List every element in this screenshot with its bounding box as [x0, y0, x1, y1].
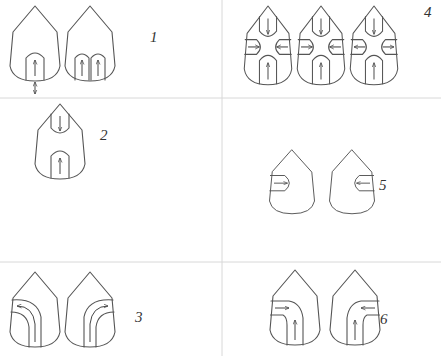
drawing-stroke	[330, 150, 375, 214]
drawing-stroke	[65, 272, 115, 347]
tooth-outline	[330, 270, 380, 345]
panel-number: 5	[379, 178, 387, 193]
drawing-stroke	[90, 306, 108, 342]
tooth-outline	[350, 6, 398, 85]
drawing-stroke	[298, 40, 314, 55]
panel-number: 4	[424, 5, 432, 20]
drawing-stroke	[17, 306, 35, 342]
drawing-stroke	[374, 63, 375, 80]
drawing-stroke	[98, 60, 99, 76]
drawing-stroke	[270, 270, 320, 345]
drawing-stroke	[321, 19, 322, 35]
drawing-stroke	[329, 40, 345, 55]
drawing-stroke	[275, 308, 289, 309]
drawing-stroke	[51, 114, 69, 133]
drawing-stroke	[297, 6, 345, 85]
drawing-stroke	[330, 270, 380, 345]
drawing-stroke	[91, 54, 105, 80]
tooth-outline	[35, 104, 85, 179]
drawing-stroke	[51, 151, 69, 178]
drawing-stroke	[268, 19, 269, 35]
drawing-stroke	[347, 301, 380, 345]
drawing-stroke	[12, 300, 41, 347]
tooth-outline	[10, 6, 60, 81]
drawing-stroke	[84, 300, 113, 347]
tooth-outline	[297, 6, 345, 85]
panel-divider	[222, 0, 223, 356]
panel-number: 6	[380, 312, 388, 327]
tooth-outline	[270, 150, 315, 214]
drawing-stroke	[301, 46, 312, 47]
tooth-outline	[244, 6, 292, 85]
drawing-stroke	[355, 176, 374, 191]
drawing-stroke	[82, 60, 83, 76]
drawing-stroke	[35, 104, 85, 179]
drawing-stroke	[361, 308, 375, 309]
drawing-stroke	[365, 55, 382, 83]
drawing-stroke	[245, 40, 261, 55]
drawing-stroke	[60, 158, 61, 174]
drawing-stroke	[274, 183, 288, 184]
drawing-stroke	[295, 320, 296, 340]
drawing-stroke	[363, 315, 380, 345]
drawing-stroke	[365, 17, 382, 37]
drawing-stroke	[26, 53, 44, 80]
drawing-stroke	[276, 40, 292, 55]
panel-divider	[0, 98, 441, 99]
drawing-stroke	[244, 6, 292, 85]
tooth-outline	[10, 272, 60, 347]
tooth-outline	[65, 6, 115, 81]
drawing-stroke	[357, 183, 371, 184]
drawing-stroke	[277, 46, 288, 47]
drawing-stroke	[354, 46, 365, 47]
drawing-stroke	[10, 6, 60, 81]
drawing-stroke	[383, 46, 394, 47]
drawing-stroke	[374, 19, 375, 35]
panel-divider	[0, 262, 441, 263]
drawing-stroke	[11, 312, 29, 347]
tooth-outline	[330, 150, 375, 214]
drawing-stroke	[84, 300, 114, 347]
drawing-stroke	[312, 55, 329, 83]
drawing-stroke	[271, 301, 303, 345]
drawing-stroke	[350, 6, 398, 85]
drawing-stroke	[271, 315, 288, 345]
drawing-stroke	[268, 63, 269, 80]
tooth-outline	[65, 272, 115, 347]
drawing-stroke	[382, 40, 398, 55]
drawing-stroke	[321, 63, 322, 80]
panel-number: 3	[135, 310, 143, 325]
drawing-stroke	[65, 6, 115, 81]
drawing-stroke	[96, 312, 114, 347]
drawing-stroke	[75, 54, 89, 80]
tooth-outline	[270, 270, 320, 345]
drawing-stroke	[270, 150, 315, 214]
drawing-stroke	[248, 46, 259, 47]
drawing-stroke	[60, 116, 61, 131]
drawing-stroke	[355, 320, 356, 340]
drawing-stroke	[259, 55, 276, 83]
drawing-stroke	[312, 17, 329, 37]
direction-arrow	[35, 82, 36, 94]
drawing-stroke	[351, 40, 367, 55]
panel-number: 1	[150, 30, 158, 45]
drawing-stroke	[10, 272, 60, 347]
drawing-stroke	[35, 60, 36, 76]
drawing-stroke	[330, 46, 341, 47]
drawing-stroke	[270, 176, 289, 191]
drawing-stroke	[259, 17, 276, 37]
drawing-stroke	[347, 301, 379, 345]
panel-number: 2	[100, 128, 108, 143]
